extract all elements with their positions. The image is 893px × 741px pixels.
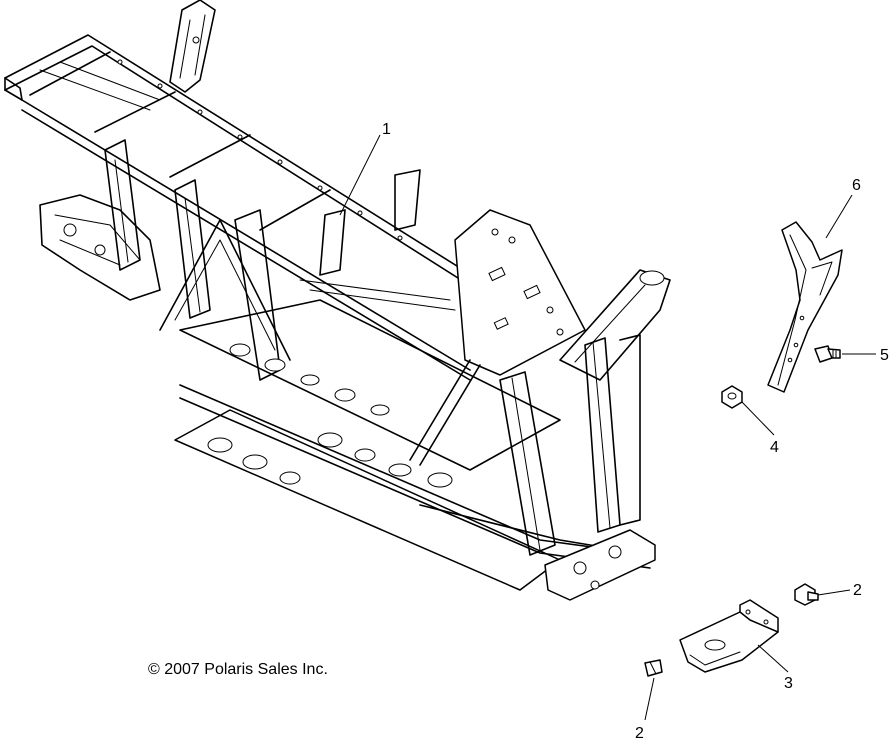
callout-label-6: 6 — [852, 177, 861, 194]
callout-label-4: 4 — [770, 439, 779, 456]
callout-label-2-upper: 2 — [853, 582, 862, 599]
copyright-notice: © 2007 Polaris Sales Inc. — [148, 661, 328, 678]
floor-holes — [207, 343, 453, 488]
leader-lines — [339, 134, 876, 721]
leader-1 — [339, 134, 381, 216]
nut-part — [721, 385, 743, 409]
leader-2-lower — [644, 677, 655, 721]
callout-label-1: 1 — [382, 121, 391, 138]
leader-3 — [757, 644, 789, 673]
leader-4 — [741, 401, 775, 436]
callout-labels: 1 2 2 3 4 5 6 — [382, 121, 889, 741]
callout-label-2-lower: 2 — [635, 725, 644, 741]
bolt-part — [814, 345, 841, 363]
rail-holes — [117, 59, 403, 241]
fastener-upper-part — [794, 583, 819, 606]
rear-plate-holes — [488, 228, 564, 336]
bracket-part — [679, 599, 779, 673]
rear-brace-part — [767, 221, 843, 393]
leader-6 — [825, 194, 853, 239]
leader-2-upper — [817, 589, 851, 596]
fastener-lower-part — [644, 659, 663, 677]
callout-label-5: 5 — [880, 347, 889, 364]
frame-assembly — [4, 0, 671, 601]
callout-label-3: 3 — [784, 675, 793, 692]
